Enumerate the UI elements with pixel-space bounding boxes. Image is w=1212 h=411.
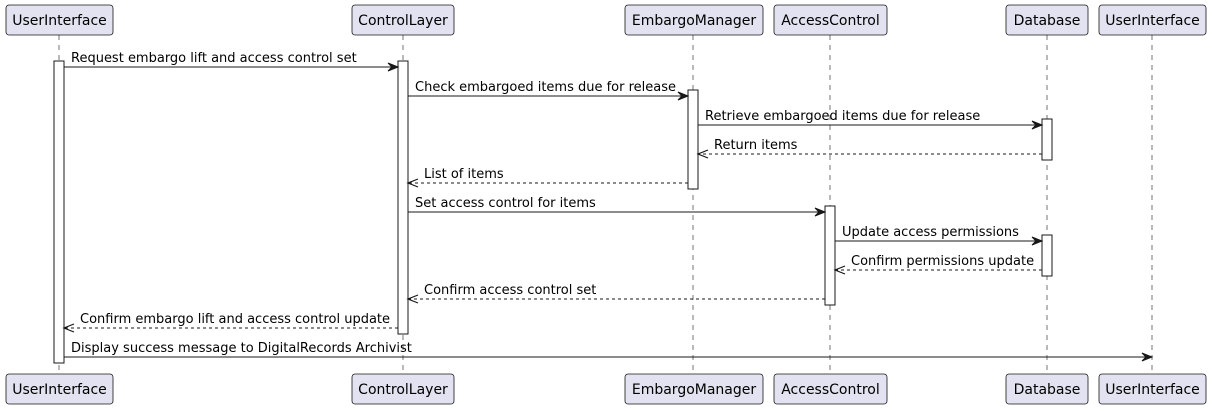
message-arrow-head xyxy=(677,91,690,101)
activation-bar-cl xyxy=(397,60,409,335)
message-label: List of items xyxy=(424,167,504,182)
message-5: Set access control for items xyxy=(408,196,827,217)
participant-box xyxy=(5,4,114,36)
message-9: Confirm embargo lift and access control … xyxy=(62,312,398,333)
activation-bar-em xyxy=(687,89,699,190)
participant-box xyxy=(624,4,764,36)
message-arrow-head xyxy=(696,149,709,159)
message-arrow-head xyxy=(1031,120,1044,130)
participants-bottom: UserInterface ControlLayer EmbargoManager A… xyxy=(5,373,1207,405)
participant-label: AccessControl xyxy=(781,382,880,398)
messages: Request embargo lift and access control … xyxy=(62,51,1154,362)
message-label: Confirm embargo lift and access control … xyxy=(80,312,390,327)
participant-box xyxy=(1098,4,1207,36)
participant-box xyxy=(1005,4,1089,36)
participant-top-ui2: UserInterface xyxy=(1098,4,1207,36)
participant-label: UserInterface xyxy=(12,382,107,398)
message-3: Return items xyxy=(696,138,1042,159)
participant-bottom-ui2: UserInterface xyxy=(1098,373,1207,405)
message-label: Confirm permissions update xyxy=(851,254,1034,269)
message-label: Update access permissions xyxy=(842,225,1019,240)
participant-label: UserInterface xyxy=(12,13,107,29)
participant-box xyxy=(773,4,888,36)
participant-box xyxy=(624,373,764,405)
message-6: Update access permissions xyxy=(835,225,1044,246)
message-label: Display success message to DigitalRecord… xyxy=(71,341,412,356)
activation-bar-db xyxy=(1041,118,1053,161)
participant-label: Database xyxy=(1014,382,1081,398)
message-arrow-head xyxy=(406,178,419,188)
message-7: Confirm permissions update xyxy=(833,254,1042,275)
participant-label: Database xyxy=(1014,13,1081,29)
participant-top-ui1: UserInterface xyxy=(5,4,114,36)
participant-top-cl: ControlLayer xyxy=(351,4,455,36)
participant-label: ControlLayer xyxy=(358,382,448,398)
participant-bottom-em: EmbargoManager xyxy=(624,373,764,405)
participant-top-db: Database xyxy=(1005,4,1089,36)
activation-bar-ui1 xyxy=(53,60,65,364)
participant-bottom-cl: ControlLayer xyxy=(351,373,455,405)
participant-bottom-db: Database xyxy=(1005,373,1089,405)
participant-top-em: EmbargoManager xyxy=(624,4,764,36)
participant-bottom-ui1: UserInterface xyxy=(5,373,114,405)
message-label: Request embargo lift and access control … xyxy=(71,51,357,66)
message-arrow-head xyxy=(814,207,827,217)
message-arrow-head xyxy=(833,265,846,275)
message-arrow-head xyxy=(406,294,419,304)
message-label: Check embargoed items due for release xyxy=(415,80,676,95)
participant-bottom-ac: AccessControl xyxy=(773,373,888,405)
participant-box xyxy=(351,373,455,405)
activation-bar-ac xyxy=(824,205,836,306)
message-arrow-head xyxy=(1141,352,1154,362)
participant-box xyxy=(1098,373,1207,405)
message-arrow-head xyxy=(62,323,75,333)
activation-bars xyxy=(53,60,1053,364)
participant-box xyxy=(773,373,888,405)
message-0: Request embargo lift and access control … xyxy=(64,51,400,72)
participant-label: ControlLayer xyxy=(358,13,448,29)
message-label: Confirm access control set xyxy=(424,283,596,298)
message-label: Return items xyxy=(714,138,798,153)
message-arrow-head xyxy=(1031,236,1044,246)
message-label: Set access control for items xyxy=(415,196,596,211)
message-label: Retrieve embargoed items due for release xyxy=(705,109,980,124)
participant-label: EmbargoManager xyxy=(632,382,757,398)
participant-label: AccessControl xyxy=(781,13,880,29)
message-arrow-head xyxy=(387,62,400,72)
message-2: Retrieve embargoed items due for release xyxy=(698,109,1044,130)
message-8: Confirm access control set xyxy=(406,283,825,304)
participant-label: EmbargoManager xyxy=(632,13,757,29)
message-1: Check embargoed items due for release xyxy=(408,80,690,101)
activation-bar-db xyxy=(1041,234,1053,277)
message-10: Display success message to DigitalRecord… xyxy=(64,341,1154,362)
participants-top: UserInterface ControlLayer EmbargoManager A… xyxy=(5,4,1207,36)
participant-top-ac: AccessControl xyxy=(773,4,888,36)
participant-label: UserInterface xyxy=(1105,13,1200,29)
participant-label: UserInterface xyxy=(1105,382,1200,398)
participant-box xyxy=(1005,373,1089,405)
participant-box xyxy=(351,4,455,36)
participant-box xyxy=(5,373,114,405)
message-4: List of items xyxy=(406,167,688,188)
